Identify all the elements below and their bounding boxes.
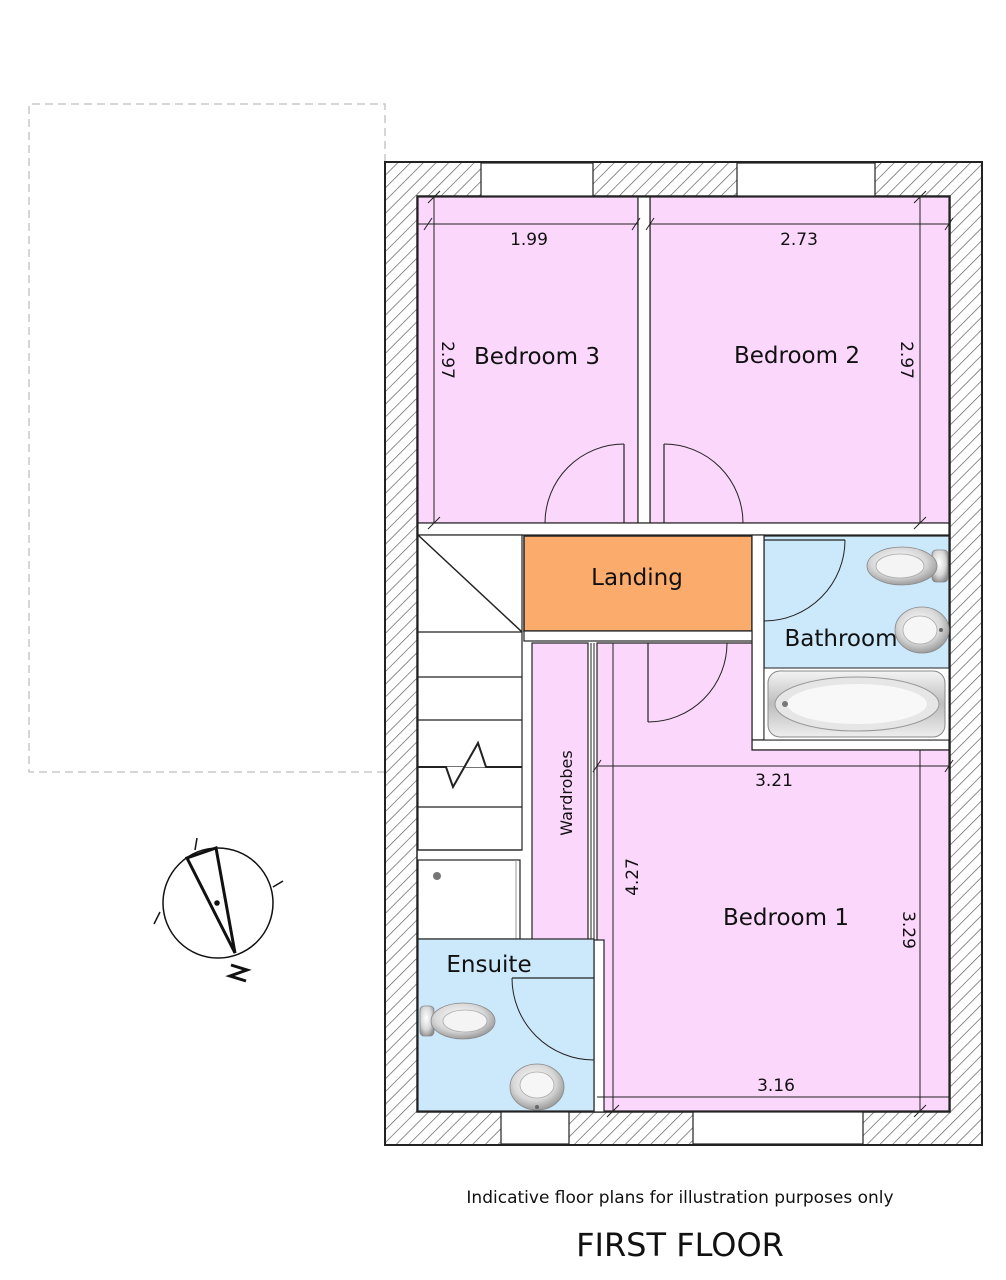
label-landing: Landing (591, 565, 683, 591)
stair-break-line (418, 740, 522, 790)
ensuite-partition (593, 939, 605, 1113)
bedroom2-area (649, 196, 950, 524)
partition-landing-bedroom1 (523, 630, 753, 642)
window-bedroom1 (692, 1111, 864, 1145)
ensuite-toilet-icon (419, 1002, 496, 1040)
bathtub-icon (767, 670, 946, 738)
basin-icon (894, 606, 950, 654)
bedroom3-area (417, 196, 639, 524)
dim-bedroom1-depth-right: 3.29 (898, 911, 918, 949)
staircase (417, 534, 523, 851)
door-ensuite (511, 977, 595, 1061)
ensuite-basin-icon (509, 1063, 565, 1111)
window-bedroom2 (736, 162, 876, 197)
shower-drain-icon (433, 872, 441, 880)
north-arrow-icon (153, 837, 284, 983)
dim-bedroom3-width: 1.99 (510, 230, 548, 250)
label-ensuite: Ensuite (446, 952, 531, 978)
dim-bedroom3-depth: 2.97 (437, 341, 457, 379)
wardrobes-area (531, 642, 589, 941)
window-bedroom3 (480, 162, 594, 197)
dim-bedroom1-width-bottom: 3.16 (757, 1076, 795, 1096)
disclaimer-text: Indicative floor plans for illustration … (466, 1188, 894, 1208)
dim-bedroom1-depth-left: 4.27 (623, 858, 643, 896)
label-bedroom1: Bedroom 1 (723, 905, 849, 931)
label-bedroom3: Bedroom 3 (474, 344, 600, 370)
bathroom-wall-bottom (751, 739, 950, 751)
door-bedroom2 (663, 443, 744, 524)
label-bathroom: Bathroom (785, 626, 898, 652)
door-bathroom (763, 539, 846, 622)
window-ensuite (500, 1111, 570, 1145)
label-bedroom2: Bedroom 2 (734, 343, 860, 369)
dim-bedroom1-width-top: 3.21 (755, 771, 793, 791)
partition-b3-b2 (637, 196, 651, 524)
partition-bedrooms-landing (417, 522, 950, 536)
toilet-icon (866, 546, 949, 586)
label-wardrobes: Wardrobes (557, 750, 576, 835)
bathroom-wall-left (751, 534, 765, 741)
door-bedroom1 (647, 642, 728, 723)
lower-roof-outline (28, 103, 386, 773)
floor-title: FIRST FLOOR (576, 1226, 784, 1264)
dim-bedroom2-depth: 2.97 (896, 341, 916, 379)
door-bedroom3 (544, 443, 625, 524)
shower-enclosure (417, 859, 521, 940)
dim-bedroom2-width: 2.73 (780, 230, 818, 250)
